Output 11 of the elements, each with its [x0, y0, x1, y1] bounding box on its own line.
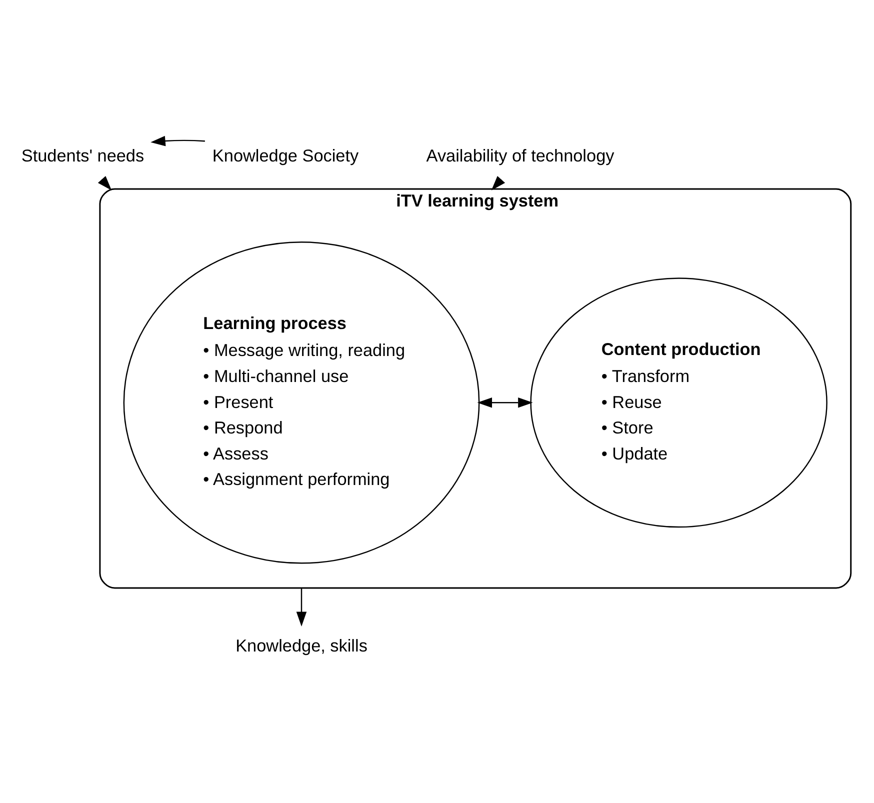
node-ellipse: Content production • Transform • Reuse • Store • Update [530, 277, 828, 528]
arrow [98, 175, 112, 190]
arrow [491, 175, 506, 190]
arrow [477, 396, 533, 408]
node-text: Students' needs [21, 145, 144, 166]
node-text: Knowledge, skills [236, 635, 368, 656]
node-text: Availability of technology [426, 145, 614, 166]
node-circle: Learning process • Message writing, reading • Multi-channel use • Present • Respond • Assess • Assignment performing [123, 240, 480, 564]
arrow [296, 587, 307, 626]
arrow [150, 135, 205, 146]
node-text: Knowledge Society [212, 145, 359, 166]
